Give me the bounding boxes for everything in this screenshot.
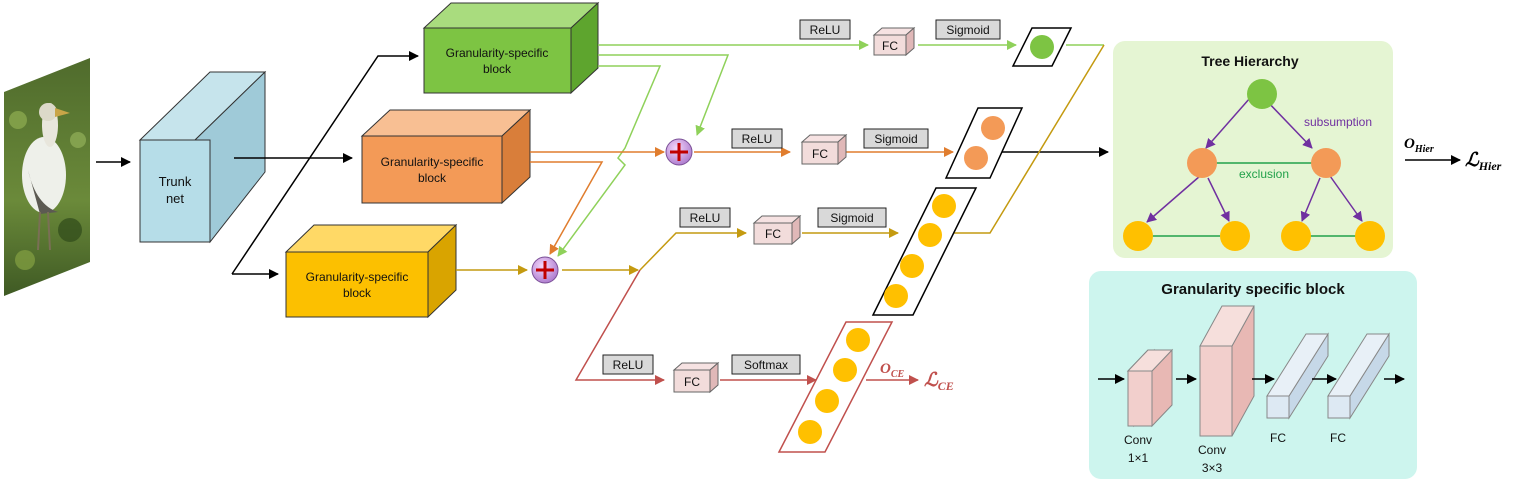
ce-output-symbol: OCE: [880, 361, 905, 380]
hier-loss-subscript: Hier: [1478, 159, 1502, 173]
orange-block-label-line2: block: [418, 171, 447, 185]
green-block-label-line2: block: [483, 62, 512, 76]
green-block: Granularity-specific block: [422, 1, 600, 95]
orange-output-nodes: [944, 107, 1024, 179]
tree-leaf-node-4: [1355, 221, 1385, 251]
plus2-to-ce-fc-arrow: [574, 269, 665, 385]
ce-output-nodes: [777, 321, 894, 453]
tree-leaf-node-1: [1123, 221, 1153, 251]
orange-fc-label: FC: [812, 147, 828, 161]
hier-o-subscript: Hier: [1414, 144, 1434, 155]
yellow-relu-label: ReLU: [690, 211, 721, 225]
ce-o-label: O: [880, 361, 891, 377]
ce-softmax-label: Softmax: [744, 358, 788, 372]
orange-block-label-line1: Granularity-specific: [381, 155, 484, 169]
orange-block: Granularity-specific block: [360, 108, 532, 205]
tree-leaf-node-3: [1281, 221, 1311, 251]
green-block-label-line1: Granularity-specific: [446, 46, 549, 60]
plus-node-2: [531, 256, 559, 284]
yellow-output-to-tree-line: [952, 44, 1105, 234]
green-sigmoid-label: Sigmoid: [946, 23, 989, 37]
yellow-sigmoid-label: Sigmoid: [830, 211, 873, 225]
svg-text:ℒHier: ℒHier: [1465, 150, 1502, 173]
yellow-block: Granularity-specific block: [284, 223, 458, 319]
head-orange: ReLU FC Sigmoid: [731, 128, 929, 166]
ce-loss-symbol: ℒCE: [924, 370, 954, 393]
plus-node-1: [665, 138, 693, 166]
hier-o-label: O: [1404, 136, 1415, 152]
orange-relu-label: ReLU: [742, 132, 773, 146]
trunk-net: Trunk net: [138, 70, 267, 244]
input-image: [4, 58, 90, 296]
orange-sigmoid-label: Sigmoid: [874, 132, 917, 146]
green-relu-label: ReLU: [810, 23, 841, 37]
head-ce: ReLU FC Softmax: [602, 354, 801, 394]
svg-text:ℒCE: ℒCE: [924, 370, 954, 393]
green-fc-label: FC: [882, 39, 898, 53]
tree-subsumption-label: subsumption: [1304, 115, 1372, 129]
tree-mid-node-right: [1311, 148, 1341, 178]
gsb-fc1-label: FC: [1270, 431, 1286, 445]
tree-leaf-node-2: [1220, 221, 1250, 251]
yellow-fc-label: FC: [765, 227, 781, 241]
ce-fc-label: FC: [684, 375, 700, 389]
head-green: ReLU FC Sigmoid: [799, 19, 1001, 57]
trunk-label-line2: net: [166, 191, 184, 206]
orange-to-plus2-arrow: [530, 161, 604, 255]
hier-loss-symbol: ℒHier: [1465, 150, 1502, 173]
head-yellow: ReLU FC Sigmoid: [679, 207, 887, 246]
ce-relu-label: ReLU: [613, 358, 644, 372]
hier-loss-label: ℒ: [1465, 150, 1480, 171]
tree-hierarchy-panel: Tree Hierarchy subsumption exclusion: [1113, 41, 1393, 258]
green-to-plus1-arrow: [598, 54, 730, 136]
tree-root-node: [1247, 79, 1277, 109]
plus2-to-fc-arrow: [639, 228, 747, 271]
tree-title: Tree Hierarchy: [1201, 53, 1298, 69]
hier-output-symbol: OHier: [1404, 136, 1434, 155]
gsb-conv3-label-b: 3×3: [1202, 461, 1223, 475]
ce-loss-subscript: CE: [938, 379, 954, 393]
gsb-legend-panel: Granularity specific block Conv 1×1 Conv…: [1089, 271, 1417, 479]
ce-o-subscript: CE: [891, 369, 905, 380]
green-to-plus2-arrow: [557, 65, 662, 257]
trunk-to-green-arrow: [231, 51, 419, 275]
tree-mid-node-left: [1187, 148, 1217, 178]
gsb-conv1-label-b: 1×1: [1128, 451, 1149, 465]
yellow-block-label-line2: block: [343, 286, 372, 300]
tree-exclusion-label: exclusion: [1239, 167, 1289, 181]
svg-text:OHier: OHier: [1404, 136, 1434, 155]
ce-loss-label: ℒ: [924, 370, 939, 391]
trunk-label-line1: Trunk: [159, 174, 192, 189]
yellow-output-nodes: [871, 187, 978, 316]
gsb-conv1-label-a: Conv: [1124, 433, 1152, 447]
svg-text:OCE: OCE: [880, 361, 905, 380]
gsb-fc2-label: FC: [1330, 431, 1346, 445]
gsb-legend-title: Granularity specific block: [1161, 281, 1345, 298]
green-output-nodes: [1011, 27, 1073, 67]
gsb-conv3-label-a: Conv: [1198, 443, 1226, 457]
yellow-block-label-line1: Granularity-specific: [306, 270, 409, 284]
